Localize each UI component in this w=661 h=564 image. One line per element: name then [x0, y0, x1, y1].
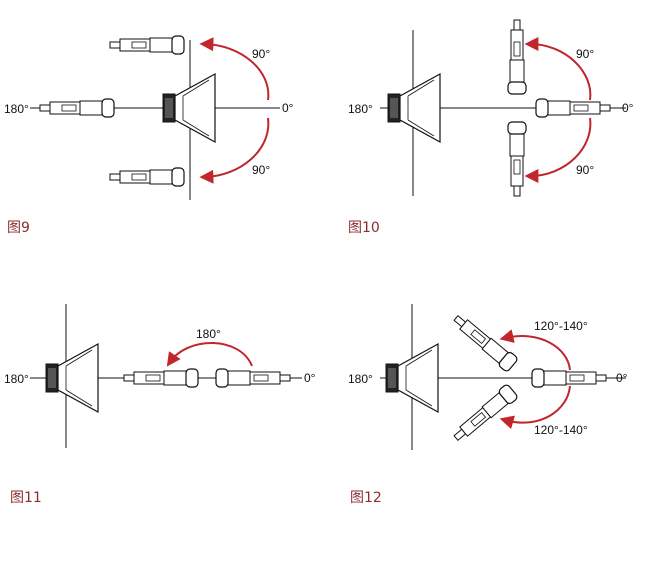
rotation-arrow	[499, 329, 571, 371]
microphone-icon	[535, 98, 611, 118]
figure-12: 180° 0° 120°-140° 120°-140°	[348, 304, 628, 450]
angle-label-range-bottom: 120°-140°	[534, 423, 588, 437]
rotation-arrow	[199, 117, 270, 184]
speaker-icon	[45, 343, 99, 413]
angle-label-90-top: 90°	[252, 47, 270, 61]
figure-caption-12: 图12	[350, 490, 382, 506]
microphone-icon	[531, 368, 607, 388]
angle-label-90-bottom: 90°	[576, 163, 594, 177]
rotation-arrow	[199, 37, 270, 101]
figure-11: 180° 0° 180°	[4, 304, 316, 448]
microphone-icon	[449, 382, 520, 446]
angle-label-180-arc: 180°	[196, 327, 221, 341]
figure-9: 180° 0° 90° 90°	[4, 35, 294, 200]
angle-label-0: 0°	[282, 101, 294, 115]
rotation-arrow	[524, 117, 592, 183]
figure-10: 180° 0° 90° 90°	[348, 19, 634, 197]
speaker-icon	[162, 73, 216, 143]
angle-label-90-top: 90°	[576, 47, 594, 61]
microphone-icon	[123, 368, 199, 388]
rotation-arrow	[524, 37, 592, 101]
microphone-icon	[215, 368, 291, 388]
figure-caption-9: 图9	[7, 220, 30, 236]
angle-label-0: 0°	[616, 371, 628, 385]
angle-label-90-bottom: 90°	[252, 163, 270, 177]
angle-label-0: 0°	[304, 371, 316, 385]
angle-label-180: 180°	[348, 102, 373, 116]
figure-caption-11: 图11	[10, 490, 42, 506]
microphone-icon	[507, 121, 527, 197]
microphone-icon	[449, 310, 520, 374]
microphone-icon	[39, 98, 115, 118]
speaker-icon	[387, 73, 441, 143]
microphone-icon	[507, 19, 527, 95]
figure-caption-10: 图10	[348, 220, 380, 236]
rotation-arrow	[166, 342, 253, 367]
rotation-arrow	[499, 385, 571, 430]
angle-label-180: 180°	[348, 372, 373, 386]
angle-label-range-top: 120°-140°	[534, 319, 588, 333]
microphone-icon	[109, 167, 185, 187]
angle-label-180: 180°	[4, 372, 29, 386]
angle-label-0: 0°	[622, 101, 634, 115]
angle-label-180: 180°	[4, 102, 29, 116]
microphone-icon	[109, 35, 185, 55]
